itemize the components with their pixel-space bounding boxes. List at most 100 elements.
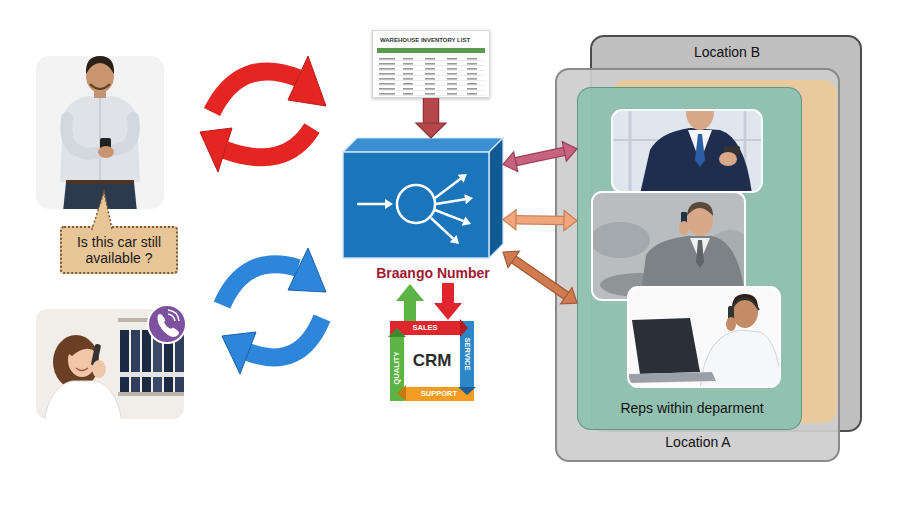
connector-arrow bbox=[416, 98, 446, 138]
sheet-cell bbox=[467, 63, 477, 65]
connector-outline bbox=[515, 151, 566, 162]
customer-photo bbox=[66, 180, 134, 184]
customer-photo bbox=[86, 56, 114, 74]
sheet-rule bbox=[377, 65, 485, 66]
sheet-cell bbox=[425, 73, 435, 75]
hub-arrow-head bbox=[462, 216, 471, 225]
connector-shaft bbox=[424, 98, 438, 124]
customer-photo bbox=[76, 368, 88, 371]
crm-cycle-text: SERVICE bbox=[463, 338, 472, 371]
customer-photo bbox=[60, 96, 140, 182]
sheet-cell bbox=[467, 78, 477, 80]
sheet-cell bbox=[403, 83, 413, 85]
hub-arrow-head bbox=[458, 174, 467, 183]
rep-photo bbox=[632, 318, 700, 374]
crm-cycle: SALESSERVICECRMQUALITYSUPPORT bbox=[382, 283, 482, 405]
exchange-arrows-red bbox=[200, 128, 232, 172]
band-chevron bbox=[388, 328, 406, 337]
sheet-rule bbox=[377, 75, 485, 76]
crm-cycle-text: CRM bbox=[413, 351, 452, 371]
sheet-cell bbox=[425, 58, 435, 60]
sheet-cell bbox=[403, 78, 413, 80]
sheet-cell bbox=[425, 63, 435, 65]
sheet-cell bbox=[467, 68, 477, 70]
sheet-cell bbox=[447, 93, 457, 95]
sheet-cell bbox=[403, 88, 413, 90]
router-cube: Braango Number bbox=[343, 138, 503, 258]
rep-photo bbox=[686, 110, 714, 130]
viber-icon bbox=[168, 310, 179, 321]
speech-tail bbox=[92, 192, 112, 229]
exchange-arrows-blue bbox=[222, 332, 256, 374]
arrow-head bbox=[503, 251, 519, 267]
arrow-head bbox=[503, 210, 516, 230]
sheet-cell bbox=[425, 83, 435, 85]
arrow-head bbox=[564, 211, 577, 231]
customer-photo bbox=[35, 55, 165, 210]
sheet-cell bbox=[467, 58, 477, 60]
department-panel-text: Reps within deparment bbox=[620, 400, 763, 416]
router-cube-text: Braango Number bbox=[376, 265, 490, 281]
rep-photo bbox=[590, 192, 756, 302]
speech-bubble: Is this car still available ? bbox=[60, 226, 178, 274]
exchange-arrows-blue bbox=[288, 248, 326, 292]
rep-photo bbox=[679, 221, 689, 235]
customer-photo bbox=[120, 372, 184, 377]
exchange-arrows-red bbox=[288, 56, 326, 106]
customer-photo bbox=[118, 392, 185, 396]
rep-photo bbox=[612, 110, 762, 192]
customer-photo bbox=[114, 118, 134, 150]
sheet-cell bbox=[467, 93, 477, 95]
sheet-cell bbox=[425, 93, 435, 95]
hub-arrow bbox=[435, 210, 464, 221]
down-arrow bbox=[434, 303, 462, 320]
customer-photo bbox=[92, 360, 106, 378]
sheet-rule bbox=[377, 60, 485, 61]
sheet-cell bbox=[379, 63, 395, 65]
hub-arrow-head bbox=[385, 199, 393, 209]
customer-photo bbox=[35, 55, 165, 210]
rep-photo bbox=[719, 152, 737, 166]
hub-arrow bbox=[357, 203, 385, 206]
sheet-cell bbox=[403, 68, 413, 70]
sheet-cell bbox=[467, 88, 477, 90]
sheet-cell bbox=[447, 78, 457, 80]
sheet-cell bbox=[379, 68, 395, 70]
customer-photo bbox=[131, 330, 140, 392]
customer-photo bbox=[35, 308, 185, 420]
rep-photo bbox=[612, 110, 762, 192]
connector-outline bbox=[423, 98, 440, 124]
viber-icon bbox=[158, 314, 180, 337]
customer-photo bbox=[142, 330, 151, 392]
speech-tail bbox=[92, 192, 112, 229]
sheet-cell bbox=[447, 58, 457, 60]
rep-photo bbox=[592, 222, 650, 258]
speech-tail bbox=[93, 228, 111, 231]
rep-photo bbox=[696, 240, 704, 268]
crm-cycle-text: SUPPORT bbox=[421, 390, 457, 399]
connector-shaft bbox=[515, 151, 566, 162]
sheet-cell bbox=[379, 78, 395, 80]
sheet-cell bbox=[379, 88, 395, 90]
sheet-cell bbox=[447, 63, 457, 65]
sheet-cell bbox=[425, 88, 435, 90]
exchange-arrows-red bbox=[200, 56, 326, 172]
hub-arrow-head bbox=[464, 194, 473, 204]
sheet-header bbox=[377, 48, 485, 53]
viber-icon bbox=[148, 305, 186, 343]
cube-shape bbox=[343, 138, 503, 258]
viber-icon bbox=[168, 314, 175, 321]
cube-side bbox=[489, 138, 503, 258]
exchange-arrows-red bbox=[225, 128, 312, 157]
sheet-cell bbox=[467, 73, 477, 75]
band-chevron bbox=[458, 387, 476, 395]
document-card: WAREHOUSE INVENTORY LIST bbox=[372, 30, 490, 98]
location-panel-text: Location A bbox=[665, 434, 730, 450]
customer-photo bbox=[35, 308, 185, 420]
rep-photo bbox=[629, 110, 632, 192]
band-chevron bbox=[397, 385, 406, 401]
arrow-head bbox=[562, 142, 577, 162]
exchange-arrows-blue bbox=[248, 318, 322, 357]
sheet-rule bbox=[377, 95, 485, 96]
exchange-arrows-red bbox=[212, 71, 298, 112]
